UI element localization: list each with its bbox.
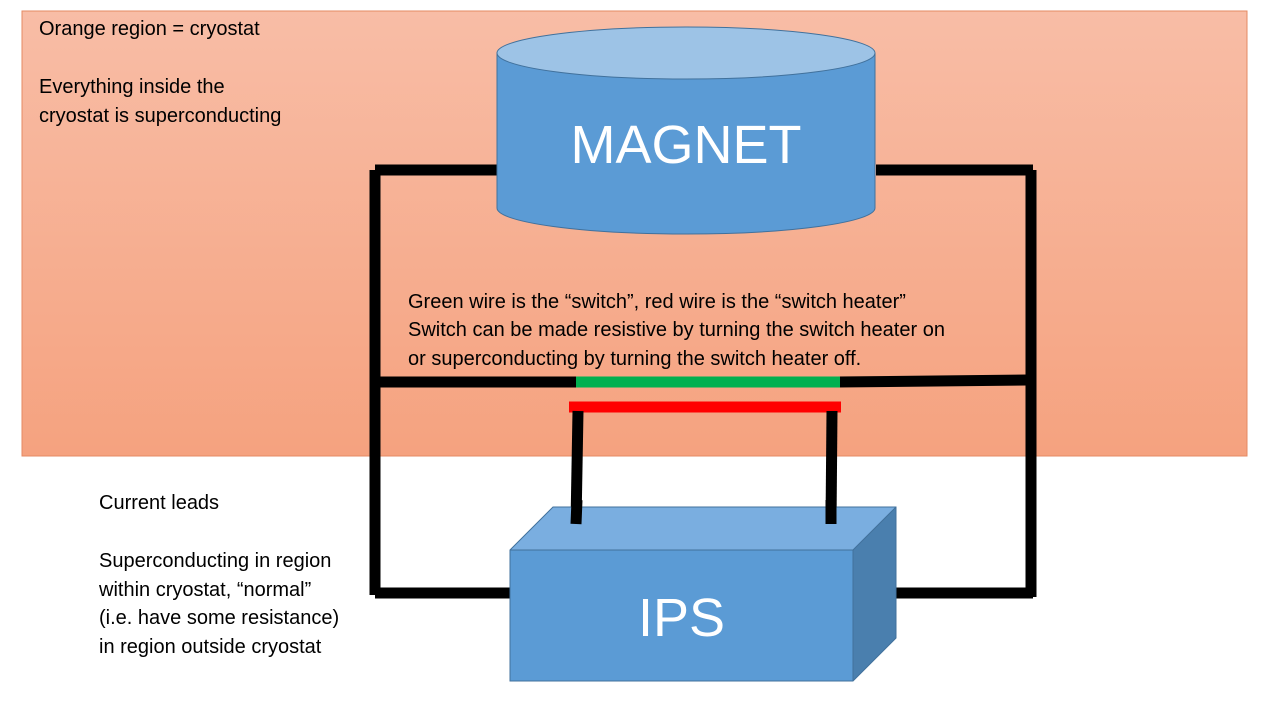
cryostat-note-line2: cryostat is superconducting (39, 105, 282, 127)
switch-note-line3: or superconducting by turning the switch… (408, 348, 862, 370)
ips-front-face (510, 550, 853, 681)
magnet-cylinder (496, 26, 876, 235)
wire-switch-right (837, 374, 1028, 388)
cryostat-legend: Orange region = cryostat (39, 18, 260, 40)
ips-top-face (510, 507, 896, 550)
ips-label: IPS (637, 588, 726, 648)
leads-note-line4: in region outside cryostat (99, 636, 322, 658)
leads-note-line1: Superconducting in region (99, 550, 332, 572)
switch-note-line1: Green wire is the “switch”, red wire is … (408, 291, 906, 313)
magnet-body (497, 53, 875, 234)
magnet-top-outline (496, 26, 876, 80)
magnet-label: MAGNET (570, 115, 802, 175)
heater-lead-left-end (570, 499, 583, 525)
ips-edge-diagonal (852, 506, 897, 551)
circuit-wires (369, 164, 1037, 599)
ips-outline (509, 506, 897, 682)
leads-title: Current leads (99, 492, 220, 514)
leads-note-line2: within cryostat, “normal” (99, 579, 312, 601)
magnet-top (497, 27, 875, 79)
ips-box (509, 506, 897, 682)
cryostat-note-line1: Everything inside the (39, 76, 225, 98)
heater-leads-over-ips (570, 499, 837, 525)
ips-side-face (853, 507, 896, 681)
leads-note-line3: (i.e. have some resistance) (99, 607, 340, 629)
magnet-outline (496, 53, 876, 235)
switch-note-line2: Switch can be made resistive by turning … (408, 319, 945, 341)
